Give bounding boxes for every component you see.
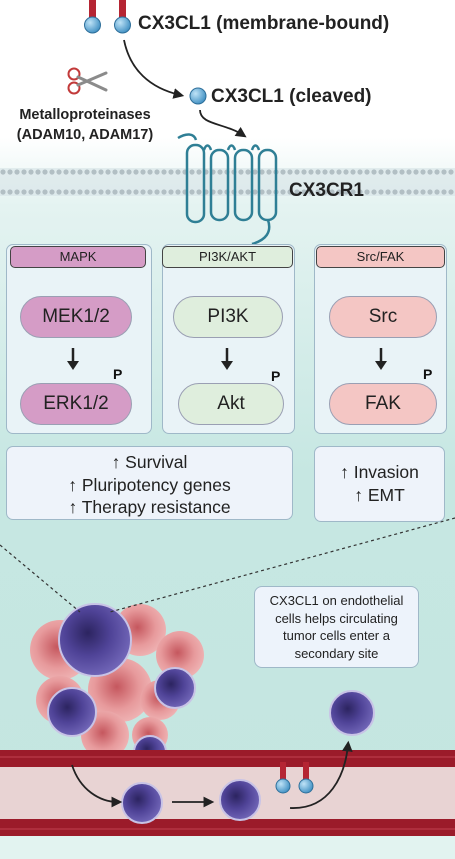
cleaved-ligand-icon xyxy=(189,87,207,105)
note-line: tumor cells enter a xyxy=(283,628,390,643)
pathway-upstream-node: PI3K xyxy=(173,296,283,338)
pathway-arrow-icon xyxy=(66,348,80,372)
phospho-label: P xyxy=(423,366,433,382)
outcome-line: ↑ Invasion xyxy=(340,462,419,482)
receptor-label: CX3CR1 xyxy=(289,180,364,201)
outcome-line: ↑ EMT xyxy=(354,484,405,505)
pathway-downstream-node: FAK xyxy=(329,383,437,425)
outcome-line: ↑ Therapy resistance xyxy=(68,497,231,517)
note-line: secondary site xyxy=(294,645,379,661)
cx3cr1-receptor-icon xyxy=(177,133,278,246)
endothelial-ligand-icon xyxy=(275,762,314,794)
pathway-title: PI3K/AKT xyxy=(162,246,293,268)
outcome-box-left: ↑ Survival ↑ Pluripotency genes ↑ Therap… xyxy=(6,446,293,520)
cleaved-ligand-label: CX3CL1 (cleaved) xyxy=(211,86,372,107)
protease-label-line2: (ADAM10, ADAM17) xyxy=(16,127,154,143)
circulating-cell-icon xyxy=(121,782,163,824)
tumor-cluster-icon xyxy=(30,603,204,769)
pathway-downstream-node: ERK1/2 xyxy=(20,383,132,425)
outcome-line: ↑ Survival xyxy=(111,452,188,472)
outcome-line: ↑ Pluripotency genes xyxy=(68,474,231,495)
membrane-bound-ligand-icon xyxy=(84,0,131,34)
note-line: cells helps circulating xyxy=(275,610,398,626)
circulating-cell-icon xyxy=(219,779,261,821)
pathway-upstream-node: Src xyxy=(329,296,437,338)
pathway-title: Src/FAK xyxy=(316,246,445,268)
outcome-box-right: ↑ Invasion ↑ EMT xyxy=(314,446,445,522)
note-line: CX3CL1 on endothelial xyxy=(269,593,404,608)
note-box: CX3CL1 on endothelial cells helps circul… xyxy=(254,586,419,668)
pathway-title: MAPK xyxy=(10,246,146,268)
phospho-label: P xyxy=(271,368,281,384)
pathway-arrow-icon xyxy=(374,348,388,372)
pathway-upstream-node: MEK1/2 xyxy=(20,296,132,338)
extravasated-cell-icon xyxy=(329,690,375,736)
pathway-arrow-icon xyxy=(220,348,234,372)
membrane-bound-ligand-label: CX3CL1 (membrane-bound) xyxy=(138,13,390,34)
scissors-icon xyxy=(67,67,108,95)
protease-label-line1: Metalloproteinases xyxy=(19,107,151,123)
phospho-label: P xyxy=(113,366,123,382)
pathway-downstream-node: Akt xyxy=(178,383,284,425)
